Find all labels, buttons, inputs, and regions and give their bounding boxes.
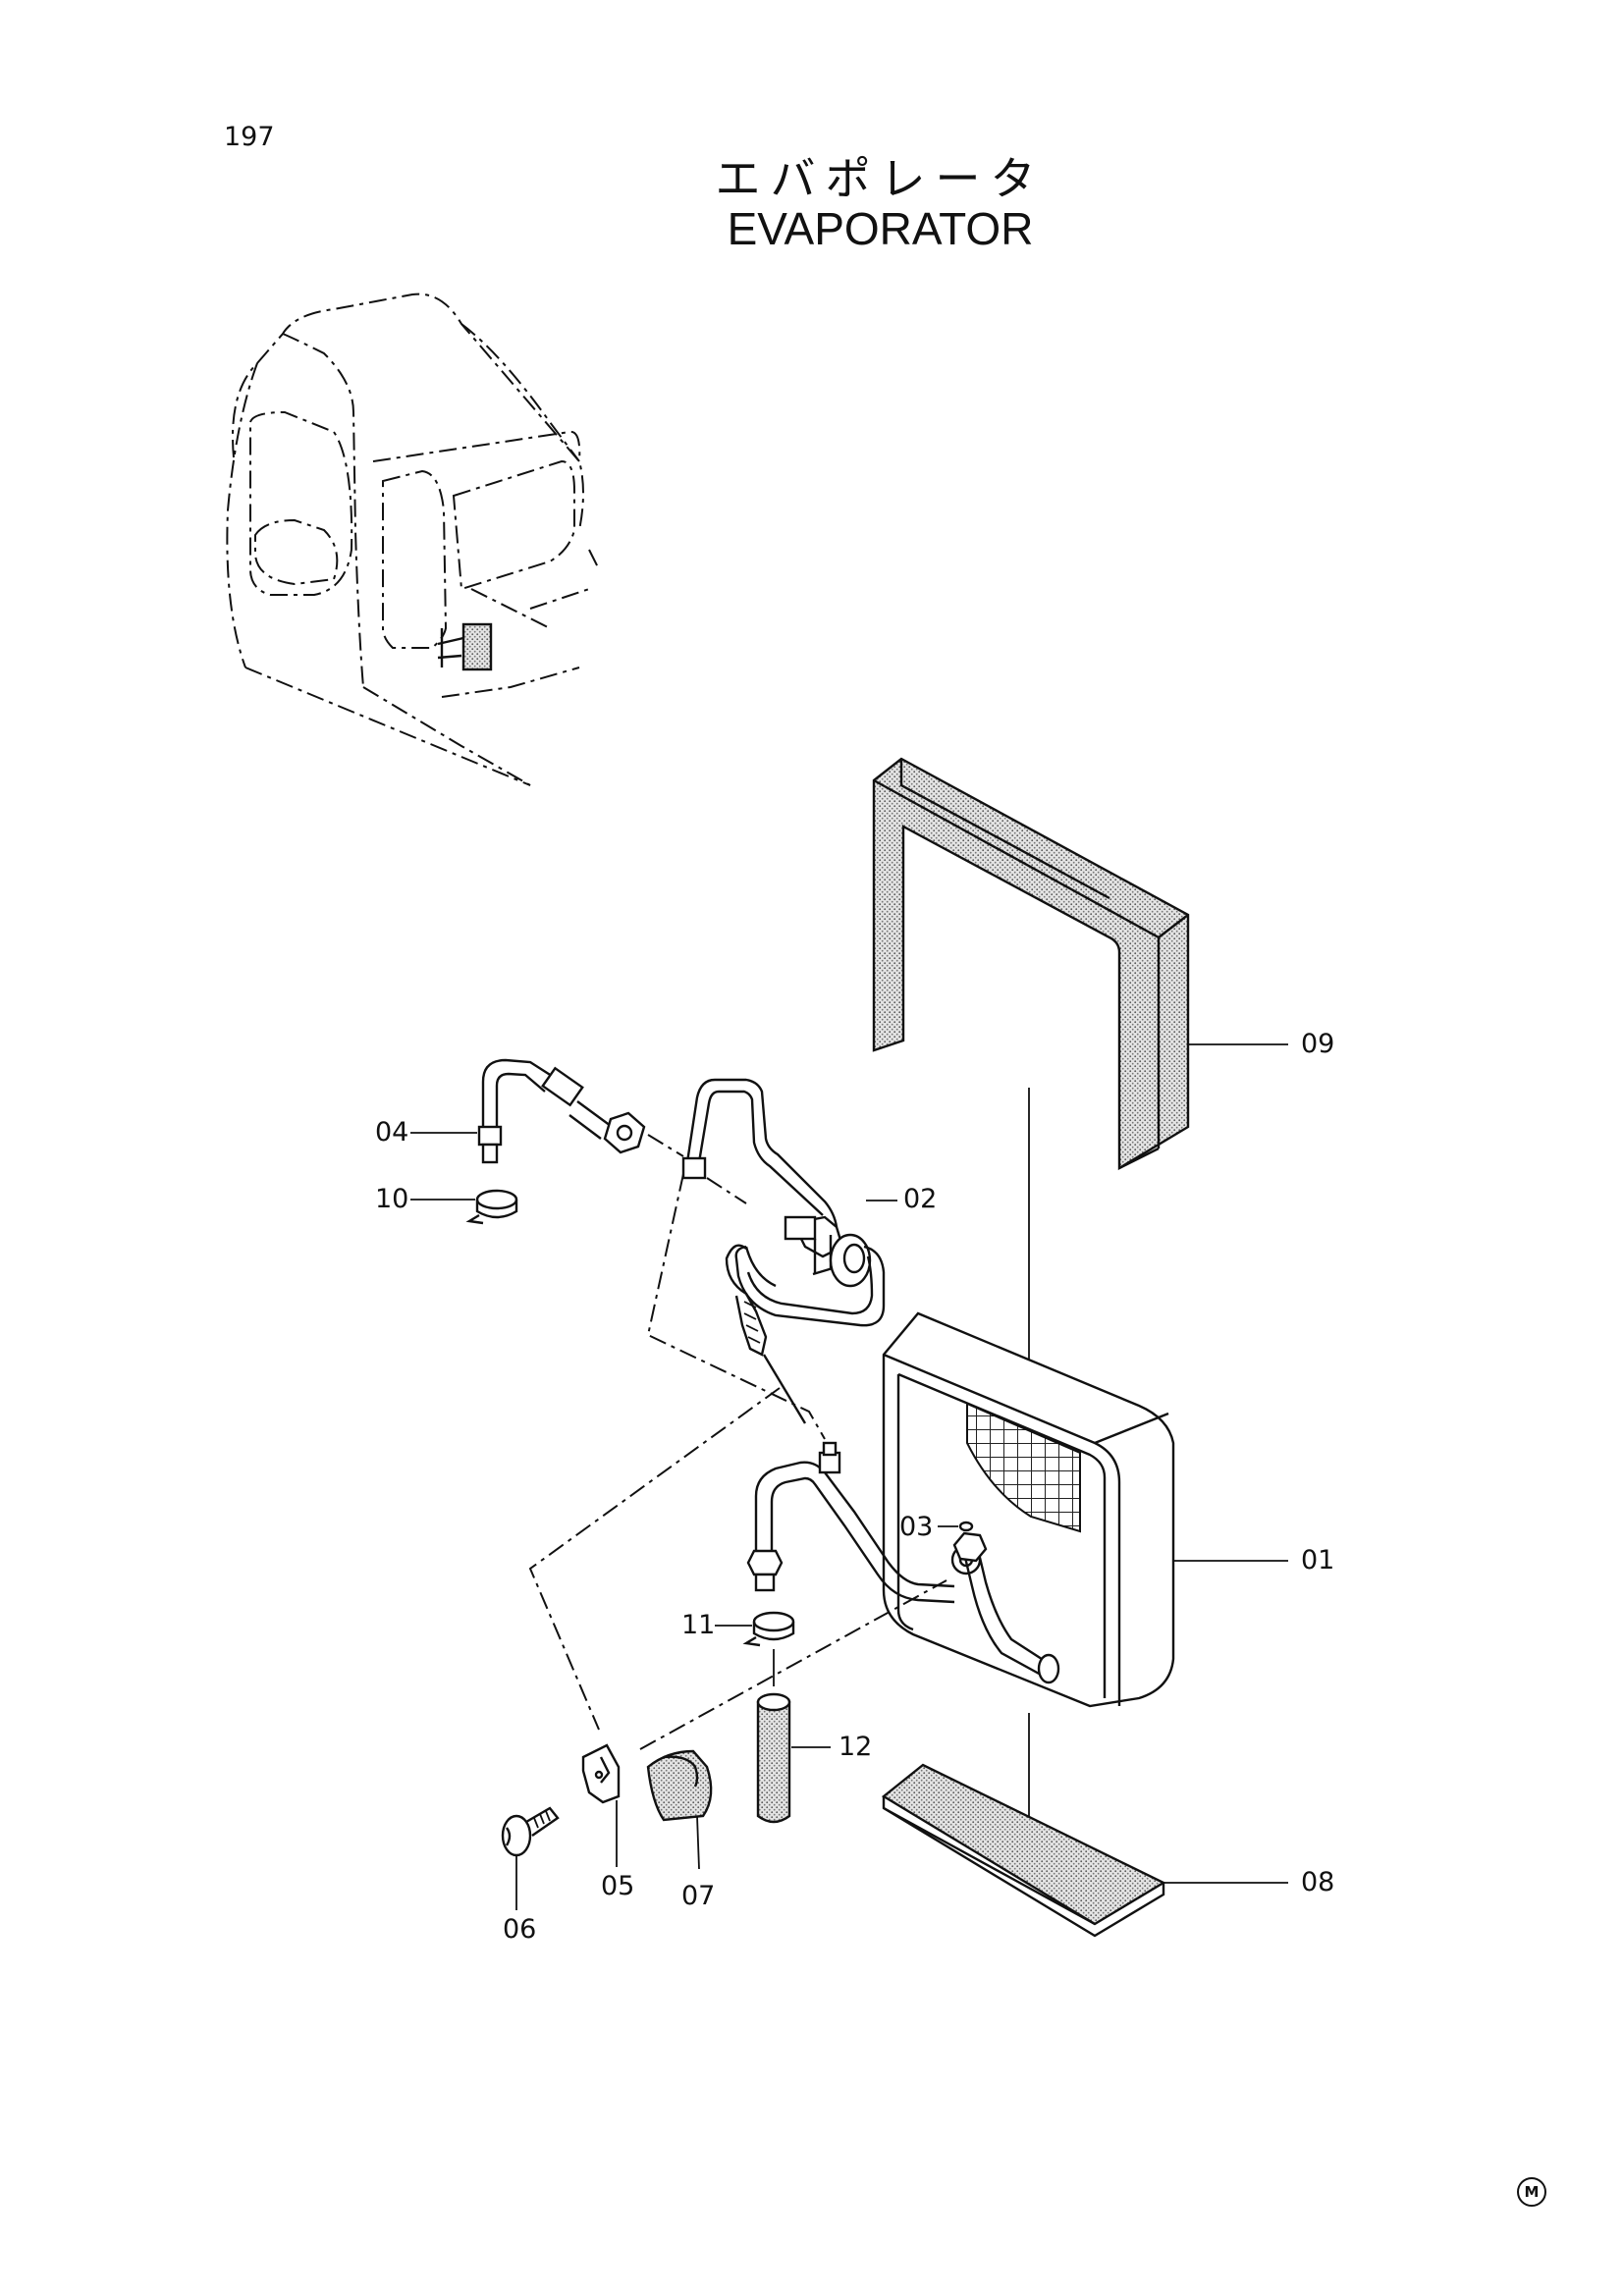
callout-09: 09	[1301, 1029, 1335, 1059]
callout-12: 12	[839, 1732, 873, 1762]
part-09-u-seal	[872, 757, 1190, 1171]
callout-11: 11	[681, 1610, 716, 1640]
part-08-bottom-seal	[881, 1763, 1166, 1938]
part-11-o-ring	[742, 1611, 795, 1647]
part-04-pipe-fitting	[477, 1058, 646, 1164]
callout-08: 08	[1301, 1867, 1335, 1897]
callout-06: 06	[503, 1914, 537, 1945]
part-05-clip	[581, 1743, 621, 1804]
cab-overview	[226, 293, 600, 786]
callout-05: 05	[601, 1871, 635, 1901]
lower-pipe-assembly	[746, 1441, 1060, 1684]
assembly-lines	[528, 1134, 947, 1750]
part-02-expansion-valve	[681, 1078, 886, 1424]
part-12-insulation-tube	[756, 1692, 791, 1824]
part-06-screw	[501, 1806, 560, 1857]
callout-01: 01	[1301, 1545, 1335, 1575]
part-03-o-ring	[938, 1521, 974, 1532]
leader-07	[696, 1815, 700, 1870]
callout-07: 07	[681, 1881, 716, 1911]
title-english: EVAPORATOR	[727, 203, 1034, 254]
part-01-evaporator-core	[882, 1311, 1175, 1708]
callout-04: 04	[375, 1117, 409, 1148]
page-number: 197	[224, 122, 275, 152]
part-07-insulation-pad	[646, 1749, 713, 1822]
part-10-o-ring	[465, 1189, 518, 1225]
title-japanese: エバポレータ	[715, 152, 1046, 205]
footer-mark: M	[1517, 2177, 1546, 2207]
callout-03: 03	[899, 1512, 934, 1542]
callout-02: 02	[903, 1184, 938, 1214]
callout-10: 10	[375, 1184, 409, 1214]
